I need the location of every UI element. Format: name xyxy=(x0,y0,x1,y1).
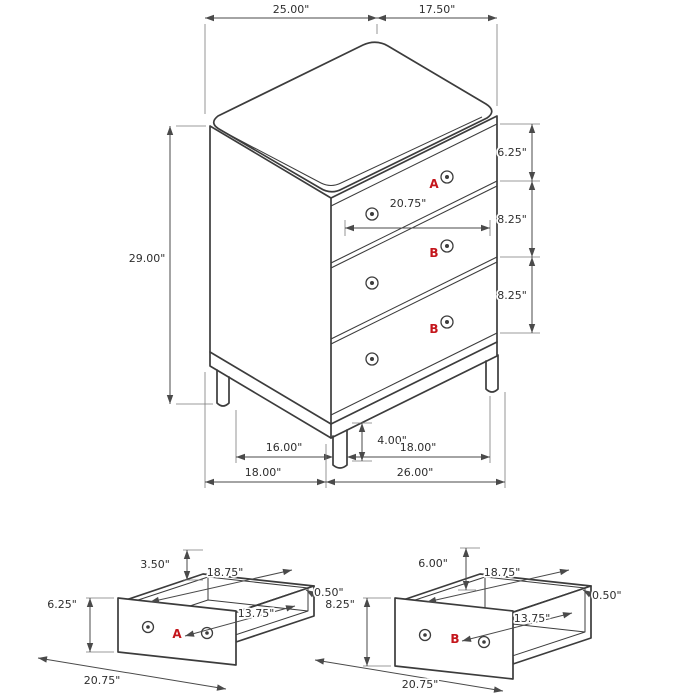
chest-top-face xyxy=(212,41,493,193)
dim-top-width-label: 17.50" xyxy=(419,3,456,16)
chest-left-leg xyxy=(216,369,230,407)
drawer-b-dimensions: 8.25" 6.00" 18.75" 0.50" 13.75" 20.75" xyxy=(314,547,623,693)
dim-b-front-width-label: 20.75" xyxy=(402,678,439,691)
dim-height-label: 29.00" xyxy=(129,252,166,265)
dim-drawer-b2-height-label: 8.25" xyxy=(497,289,527,302)
drawer-b-detail-part-label: B xyxy=(450,632,459,646)
dim-front-width-label: 20.75" xyxy=(390,197,427,210)
leader-line-a-wall-thickness xyxy=(305,589,317,598)
dim-a-front-width-label: 20.75" xyxy=(84,674,121,687)
chest-right-leg xyxy=(485,354,499,393)
dim-b-side-height-label: 6.00" xyxy=(418,557,448,570)
dim-b-front-height-label: 8.25" xyxy=(325,598,355,611)
drawer-b2-bottom-line xyxy=(330,332,498,416)
knob-dot-icon xyxy=(445,320,449,324)
drawer-b1-part-label: B xyxy=(429,246,438,260)
dim-leg-height-label: 4.00" xyxy=(377,434,407,447)
knob-dot-icon xyxy=(370,281,374,285)
knob-dot-icon xyxy=(482,640,486,644)
dim-top-depth-label: 25.00" xyxy=(273,3,310,16)
dim-a-front-height-label: 6.25" xyxy=(47,598,77,611)
drawer-b2-knobs xyxy=(365,315,454,366)
drawer-a-detail-part-label: A xyxy=(172,627,182,641)
knob-dot-icon xyxy=(205,631,209,635)
drawer-a-top-line xyxy=(330,123,498,207)
dim-b-depth-label: 18.75" xyxy=(484,566,521,579)
drawer-a-dimensions: 6.25" 3.50" 18.75" 0.50" 13.75" 20.75" xyxy=(37,549,345,691)
dim-base-side-label: 18.00" xyxy=(245,466,282,479)
knob-dot-icon xyxy=(370,357,374,361)
dim-a-inner-depth-label: 13.75" xyxy=(238,607,275,620)
drawer-a-part-label: A xyxy=(429,177,439,191)
dimension-line-b-depth xyxy=(426,568,570,604)
chest-front-leg xyxy=(332,429,348,469)
dim-b-inner-depth-label: 13.75" xyxy=(514,612,551,625)
knob-dot-icon xyxy=(370,212,374,216)
drawer-b1-knobs xyxy=(365,239,454,290)
dim-base-front-left-label: 16.00" xyxy=(266,441,303,454)
dim-drawer-b1-height-label: 8.25" xyxy=(497,213,527,226)
drawer-a-bottom-line xyxy=(330,180,498,264)
dim-a-depth-label: 18.75" xyxy=(207,566,244,579)
dimension-line-b-front-width xyxy=(314,658,504,693)
chest-isometric-view: A B B xyxy=(209,41,499,469)
drawer-a-detail-view: A xyxy=(117,573,315,666)
dim-a-side-height-label: 3.50" xyxy=(140,558,170,571)
drawer-a-knobs xyxy=(365,170,454,221)
knob-dot-icon xyxy=(146,625,150,629)
knob-dot-icon xyxy=(445,175,449,179)
drawer-b-detail-view: B xyxy=(394,573,592,680)
drawer-b2-top-line xyxy=(330,261,498,345)
drawer-b1-bottom-line xyxy=(330,256,498,340)
dimension-line-b-inner-depth xyxy=(461,612,573,642)
drawer-b2-part-label: B xyxy=(429,322,438,336)
dim-a-wall-thickness-label: 0.50" xyxy=(314,586,344,599)
chest-top-edge-inner-line xyxy=(225,116,483,186)
chest-dimensions: 25.00" 17.50" 29.00" 6.25" 8.25" 8.25" 2… xyxy=(127,1,540,488)
leader-line-b-wall-thickness xyxy=(582,589,594,598)
dim-b-wall-thickness-label: 0.50" xyxy=(592,589,622,602)
dim-base-front-label: 26.00" xyxy=(397,466,434,479)
dimension-line-a-depth xyxy=(149,568,293,604)
dim-base-front-right-label: 18.00" xyxy=(400,441,437,454)
dim-drawer-a-height-label: 6.25" xyxy=(497,146,527,159)
knob-dot-icon xyxy=(445,244,449,248)
knob-dot-icon xyxy=(423,633,427,637)
dimension-line-a-front-width xyxy=(37,656,227,691)
dimension-line-a-inner-depth xyxy=(184,605,296,637)
